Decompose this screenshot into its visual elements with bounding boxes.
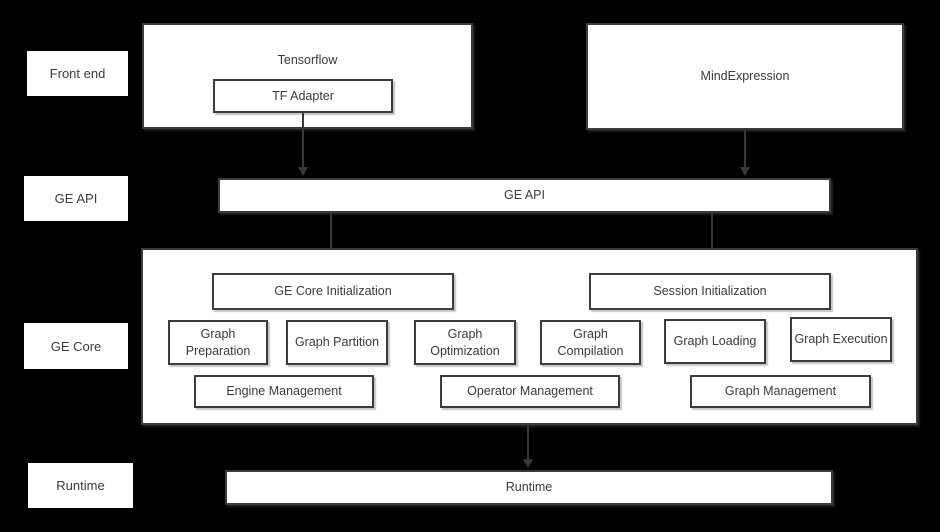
tf-adapter-label: TF Adapter <box>272 88 334 103</box>
graph-management-box: Graph Management <box>690 375 871 408</box>
layer-label-ge-core: GE Core <box>24 323 128 369</box>
layer-label-text: GE API <box>54 191 98 206</box>
operator-management-box: Operator Management <box>440 375 620 408</box>
session-initialization-box: Session Initialization <box>589 273 831 310</box>
graph-compilation-box: Graph Compilation <box>540 320 641 365</box>
operator-management-label: Operator Management <box>467 384 593 399</box>
layer-label-text: Runtime <box>56 478 105 493</box>
graph-compilation-label: Graph Compilation <box>557 327 624 358</box>
graph-execution-box: Graph Execution <box>790 317 892 362</box>
graph-optimization-box: Graph Optimization <box>414 320 516 365</box>
graph-loading-label: Graph Loading <box>673 334 757 349</box>
mindexpression-box: MindExpression <box>586 23 904 130</box>
ge-api-bar: GE API <box>218 178 831 213</box>
runtime-bar: Runtime <box>225 470 833 505</box>
layer-label-front-end: Front end <box>27 51 128 96</box>
mindexpression-label: MindExpression <box>700 69 790 84</box>
graph-loading-box: Graph Loading <box>664 319 766 364</box>
graph-preparation-box: Graph Preparation <box>168 320 268 365</box>
tensorflow-box: Tensorflow TF Adapter <box>142 23 473 129</box>
tensorflow-label: Tensorflow <box>277 53 338 67</box>
arrow-mindexpression-to-geapi <box>740 130 750 176</box>
ge-api-label: GE API <box>504 188 545 203</box>
layer-label-text: GE Core <box>50 338 102 354</box>
ge-core-initialization-box: GE Core Initialization <box>212 273 454 310</box>
layer-label-text: Front end <box>49 66 106 81</box>
graph-partition-box: Graph Partition <box>286 320 388 365</box>
engine-management-box: Engine Management <box>194 375 374 408</box>
tf-adapter-box: TF Adapter <box>213 79 393 113</box>
ge-core-container: GE Core Initialization Session Initializ… <box>141 248 918 425</box>
layer-label-runtime: Runtime <box>28 463 133 508</box>
session-initialization-label: Session Initialization <box>653 284 767 299</box>
ge-core-initialization-label: GE Core Initialization <box>274 284 392 299</box>
engine-management-label: Engine Management <box>226 384 342 399</box>
layer-label-ge-api: GE API <box>24 176 128 221</box>
arrow-tfadapter-to-geapi <box>298 113 308 176</box>
runtime-label: Runtime <box>505 480 553 495</box>
graph-preparation-label: Graph Preparation <box>185 327 251 358</box>
graph-partition-label: Graph Partition <box>294 335 380 350</box>
graph-execution-label: Graph Execution <box>794 332 888 347</box>
graph-management-label: Graph Management <box>724 384 837 399</box>
arrow-gecore-to-runtime <box>523 425 533 468</box>
graph-optimization-label: Graph Optimization <box>430 327 500 358</box>
